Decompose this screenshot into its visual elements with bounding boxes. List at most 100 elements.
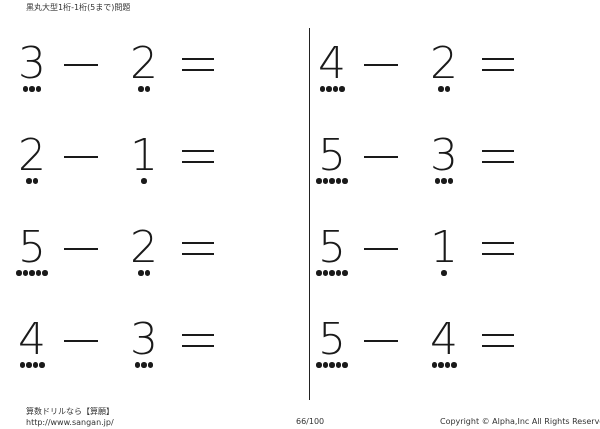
- subtrahend-number: 4: [430, 314, 458, 365]
- minus-sign: [364, 64, 398, 66]
- minuend-dot-counter: [314, 362, 350, 368]
- subtrahend-dot-counter: [126, 178, 162, 184]
- counting-dot: [316, 362, 322, 368]
- subtrahend-dot-counter: [426, 178, 462, 184]
- subtrahend-number: 2: [430, 38, 458, 89]
- counting-dot: [141, 362, 147, 368]
- counting-dot: [335, 270, 342, 276]
- counting-dot: [342, 178, 348, 184]
- counting-dot: [35, 270, 42, 276]
- counting-dot: [19, 362, 25, 368]
- equals-sign: [182, 150, 214, 164]
- counting-dot: [22, 270, 29, 276]
- column-divider: [309, 28, 310, 400]
- counting-dot: [39, 362, 45, 368]
- counting-dot: [322, 178, 329, 184]
- counting-dot: [22, 86, 29, 92]
- subtrahend-dot-counter: [126, 362, 162, 368]
- footer-url-link[interactable]: http://www.sangan.jp/: [26, 418, 114, 427]
- subtrahend-dot-counter: [426, 86, 462, 92]
- minuend-number: 4: [18, 314, 46, 365]
- counting-dot: [29, 270, 35, 276]
- counting-dot: [434, 178, 441, 184]
- footer-site-info: 算数ドリルなら【算願】 http://www.sangan.jp/: [26, 406, 114, 428]
- counting-dot: [147, 362, 154, 368]
- counting-dot: [42, 270, 48, 276]
- minuend-dot-counter: [314, 86, 350, 92]
- subtrahend-dot-counter: [426, 362, 462, 368]
- subtrahend-number: 2: [130, 38, 158, 89]
- counting-dot: [16, 270, 22, 276]
- copyright-notice: Copyright © Alpha,Inc All Rights Reserve…: [440, 417, 600, 426]
- counting-dot: [329, 270, 335, 276]
- equals-sign: [482, 334, 514, 348]
- subtrahend-number: 1: [130, 130, 158, 181]
- minuend-number: 4: [318, 38, 346, 89]
- counting-dot: [444, 86, 450, 92]
- counting-dot: [451, 362, 457, 368]
- subtrahend-dot-counter: [126, 86, 162, 92]
- counting-dot: [32, 362, 38, 368]
- subtrahend-dot-counter: [126, 270, 162, 276]
- counting-dot: [335, 178, 342, 184]
- minuend-number: 5: [318, 222, 346, 273]
- counting-dot: [322, 362, 329, 368]
- minuend-dot-counter: [14, 86, 50, 92]
- minus-sign: [364, 248, 398, 250]
- counting-dot: [138, 270, 144, 276]
- counting-dot: [134, 362, 141, 368]
- worksheet-title: 黒丸大型1桁-1桁(5まで)問題: [26, 3, 131, 12]
- minus-sign: [64, 64, 98, 66]
- equals-sign: [482, 242, 514, 256]
- minuend-number: 5: [318, 130, 346, 181]
- minuend-number: 5: [18, 222, 46, 273]
- counting-dot: [144, 270, 150, 276]
- minuend-number: 2: [18, 130, 46, 181]
- minuend-dot-counter: [14, 362, 50, 368]
- counting-dot: [144, 86, 150, 92]
- counting-dot: [342, 362, 348, 368]
- minus-sign: [64, 156, 98, 158]
- subtrahend-number: 1: [430, 222, 458, 273]
- minuend-dot-counter: [14, 270, 50, 276]
- counting-dot: [438, 86, 444, 92]
- minus-sign: [364, 340, 398, 342]
- counting-dot: [342, 270, 348, 276]
- page-number: 66/100: [296, 417, 325, 426]
- minuend-dot-counter: [314, 270, 350, 276]
- counting-dot: [444, 362, 450, 368]
- counting-dot: [316, 270, 322, 276]
- subtrahend-dot-counter: [426, 270, 462, 276]
- counting-dot: [32, 178, 38, 184]
- counting-dot: [319, 86, 325, 92]
- minus-sign: [64, 340, 98, 342]
- counting-dot: [141, 178, 147, 184]
- equals-sign: [182, 242, 214, 256]
- subtrahend-number: 3: [130, 314, 158, 365]
- minuend-number: 5: [318, 314, 346, 365]
- counting-dot: [326, 86, 332, 92]
- counting-dot: [35, 86, 42, 92]
- minus-sign: [64, 248, 98, 250]
- counting-dot: [339, 86, 345, 92]
- counting-dot: [431, 362, 437, 368]
- counting-dot: [447, 178, 454, 184]
- equals-sign: [182, 58, 214, 72]
- counting-dot: [138, 86, 144, 92]
- counting-dot: [316, 178, 322, 184]
- counting-dot: [329, 178, 335, 184]
- counting-dot: [26, 362, 32, 368]
- subtrahend-number: 3: [430, 130, 458, 181]
- counting-dot: [26, 178, 32, 184]
- counting-dot: [332, 86, 338, 92]
- equals-sign: [182, 334, 214, 348]
- minuend-dot-counter: [314, 178, 350, 184]
- footer-site-name: 算数ドリルなら【算願】: [26, 407, 114, 416]
- counting-dot: [329, 362, 335, 368]
- counting-dot: [335, 362, 342, 368]
